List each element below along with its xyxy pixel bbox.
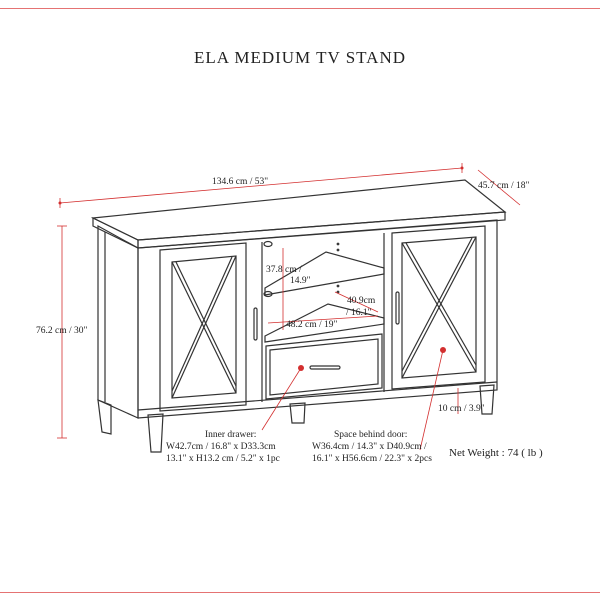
dimension-markers (58, 166, 464, 371)
space-behind-door-line2: 16.1" x H56.6cm / 22.3" x 2pcs (312, 454, 432, 464)
shelf-depth-label-cm: 40.9cm (347, 296, 376, 306)
tv-stand-outline (90, 179, 507, 453)
product-title: ELA MEDIUM TV STAND (193, 48, 407, 67)
net-weight-label: Net Weight : 74 ( lb ) (449, 447, 543, 459)
shelf-width-label: 48.2 cm / 19" (286, 320, 337, 330)
dimension-lines (57, 163, 521, 451)
depth-label: 45.7 cm / 18" (478, 181, 529, 191)
space-behind-door-heading: Space behind door: (334, 430, 407, 440)
shelf-depth-label-in: / 16.1" (346, 308, 372, 318)
inner-drawer-heading: Inner drawer: (205, 430, 256, 440)
leg-height-label: 10 cm / 3.9" (438, 404, 485, 414)
inner-drawer-line2: 13.1" x H13.2 cm / 5.2" x 1pc (166, 454, 280, 464)
space-behind-door-line1: W36.4cm / 14.3" x D40.9cm / (312, 442, 427, 452)
inner-drawer-line1: W42.7cm / 16.8" x D33.3cm (166, 442, 276, 452)
bottom-border-line (0, 592, 600, 593)
width-label: 134.6 cm / 53" (212, 177, 268, 187)
shelf-height-label-in: 14.9" (290, 276, 311, 286)
height-label: 76.2 cm / 30" (36, 326, 87, 336)
shelf-height-label-cm: 37.8 cm / (266, 265, 302, 275)
inner-drawer-callout: Inner drawer: W42.7cm / 16.8" x D33.3cm … (166, 430, 280, 464)
top-border-line (0, 8, 600, 9)
space-behind-door-callout: Space behind door: W36.4cm / 14.3" x D40… (312, 430, 432, 464)
